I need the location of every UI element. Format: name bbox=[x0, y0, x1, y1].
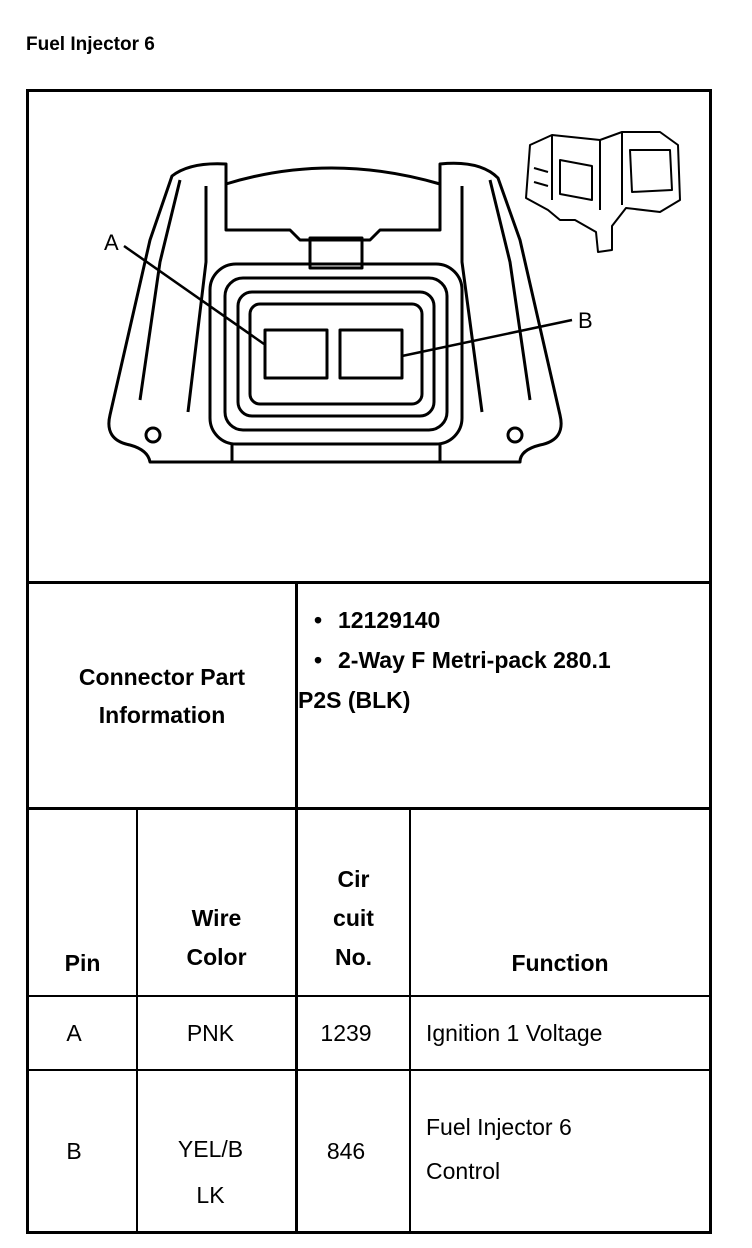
cavity-b bbox=[338, 328, 404, 380]
page-title: Fuel Injector 6 bbox=[26, 34, 155, 55]
leader-line-b bbox=[401, 318, 573, 358]
column-divider-1 bbox=[136, 810, 138, 1232]
latch-tab bbox=[308, 236, 364, 270]
table-row-divider bbox=[26, 1069, 712, 1071]
row-b-pin: B bbox=[66, 1137, 82, 1164]
bullet-icon: • bbox=[314, 647, 323, 673]
bullet-icon: • bbox=[314, 607, 323, 633]
column-divider-2 bbox=[295, 810, 298, 1232]
pin-label-a: A bbox=[104, 230, 119, 255]
connector-housing bbox=[107, 161, 563, 464]
seal-inner bbox=[223, 276, 449, 432]
header-wire-color: Wire Color bbox=[186, 905, 247, 970]
connector-end-view-diagram: A B bbox=[104, 131, 681, 464]
seal-outer bbox=[208, 262, 464, 446]
list-item: • 2-Way F Metri-pack 280.1 P2S (BLK) bbox=[298, 640, 708, 720]
header-circuit-no: Cir cuit No. bbox=[333, 866, 374, 970]
pin-label-b: B bbox=[578, 308, 593, 333]
table-header-divider bbox=[26, 995, 712, 997]
row-a-function: Ignition 1 Voltage bbox=[426, 1019, 603, 1046]
row-a-circuit-no: 1239 bbox=[320, 1019, 372, 1046]
connector-frame bbox=[26, 89, 712, 1234]
row-a-wire-color: PNK bbox=[186, 1019, 235, 1046]
row-b-wire-color: YEL/B LK bbox=[177, 1136, 244, 1208]
column-divider-3 bbox=[409, 810, 411, 1232]
divider-connector-table bbox=[26, 807, 712, 810]
divider-connector-info bbox=[295, 584, 298, 808]
row-b-circuit-no: 846 bbox=[326, 1137, 366, 1164]
connector-part-info-items: • 12129140 • 2-Way F Metri-pack 280.1 P2… bbox=[298, 600, 708, 720]
leader-line-a bbox=[123, 244, 265, 346]
cavity-a bbox=[263, 328, 329, 380]
row-a-pin: A bbox=[66, 1019, 82, 1046]
divider-diagram bbox=[26, 581, 712, 584]
connector-part-info-label: Connector Part Information bbox=[78, 663, 246, 728]
list-item: • 12129140 bbox=[298, 600, 708, 640]
row-b-function: Fuel Injector 6 Control bbox=[426, 1114, 572, 1184]
header-function: Function bbox=[511, 950, 609, 976]
connector-isometric-icon bbox=[525, 131, 681, 253]
header-pin: Pin bbox=[64, 950, 101, 976]
